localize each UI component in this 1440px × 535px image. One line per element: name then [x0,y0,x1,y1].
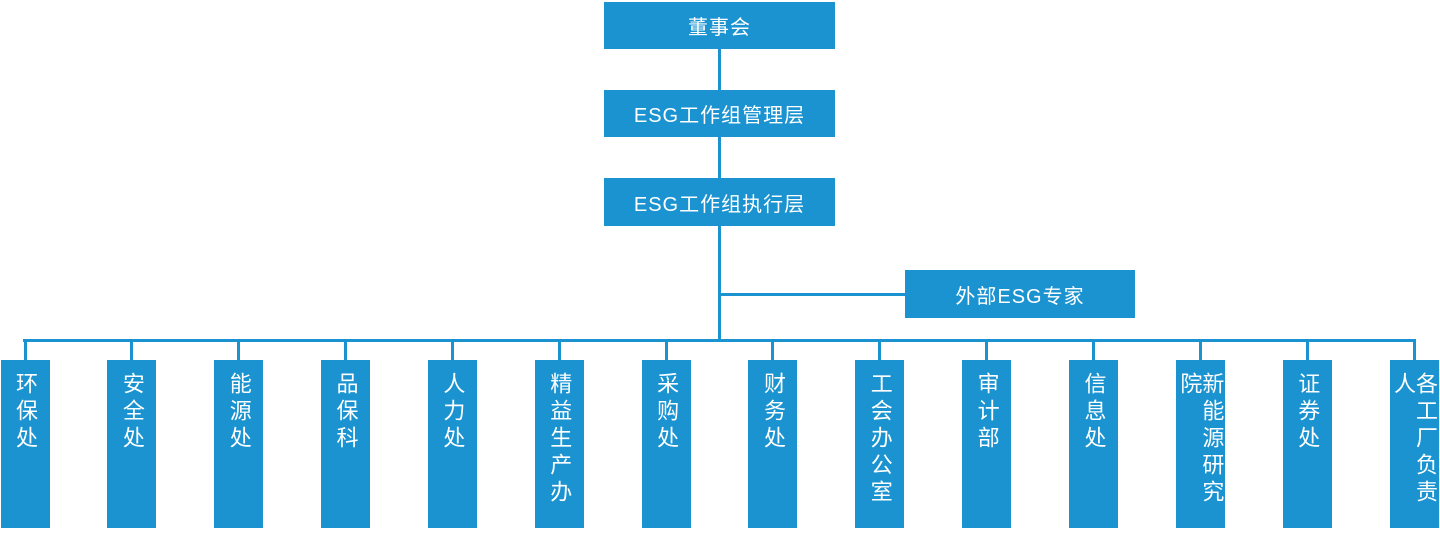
department-label: 新能源研究院 [1177,372,1225,507]
connector-trunk [718,226,721,340]
node-department: 采购处 [641,360,691,528]
node-esg-management-label: ESG工作组管理层 [633,105,806,127]
connector-department-stub [664,339,668,360]
connector-department-stub [1305,339,1309,360]
connector-department-stub [450,339,454,360]
node-department: 财务处 [748,360,798,528]
department-label: 精益生产办 [547,372,573,507]
department-label: 人力处 [440,372,466,453]
node-esg-execution: ESG工作组执行层 [604,178,835,226]
node-department: 各工厂负责人 [1389,360,1439,528]
department-label: 安全处 [119,372,145,453]
connector-department-stub [557,339,561,360]
department-label: 环保处 [13,372,38,453]
node-department: 精益生产办 [534,360,584,528]
connector-department-stub [130,339,134,360]
connector-department-stub [344,339,348,360]
connector-department-stub [771,339,775,360]
department-label: 能源处 [226,372,252,453]
node-board: 董事会 [604,2,835,49]
node-department: 人力处 [427,360,477,528]
department-label: 证券处 [1295,372,1321,453]
node-department: 能源处 [214,360,264,528]
node-external-expert: 外部ESG专家 [905,270,1135,318]
department-label: 财务处 [760,372,786,453]
node-department: 新能源研究院 [1175,360,1225,528]
connector-departments-bus [23,339,1416,342]
department-label: 品保科 [333,372,359,453]
connector-expert-branch [721,293,905,296]
node-board-label: 董事会 [688,17,751,39]
department-label: 信息处 [1081,372,1107,453]
node-department: 工会办公室 [855,360,905,528]
node-external-expert-label: 外部ESG专家 [955,285,1085,308]
connector-department-stub [237,339,241,360]
connector-department-stub [1412,339,1416,360]
connector-management-execution [718,137,721,178]
connector-department-stub [1198,339,1202,360]
node-department: 环保处 [0,360,50,528]
node-department: 安全处 [107,360,157,528]
node-department: 证券处 [1282,360,1332,528]
node-esg-execution-label: ESG工作组执行层 [633,193,806,216]
connector-board-management [718,49,721,90]
department-label: 采购处 [654,372,680,453]
connector-department-stub [985,339,989,360]
department-label: 各工厂负责人 [1391,372,1439,507]
department-label: 工会办公室 [867,372,893,507]
node-esg-management: ESG工作组管理层 [604,90,835,137]
node-department: 品保科 [321,360,371,528]
node-department: 信息处 [1069,360,1118,528]
node-department: 审计部 [962,360,1012,528]
connector-department-stub [878,339,882,360]
department-label: 审计部 [974,372,1000,453]
connector-department-stub [23,339,27,360]
connector-department-stub [1092,339,1095,360]
